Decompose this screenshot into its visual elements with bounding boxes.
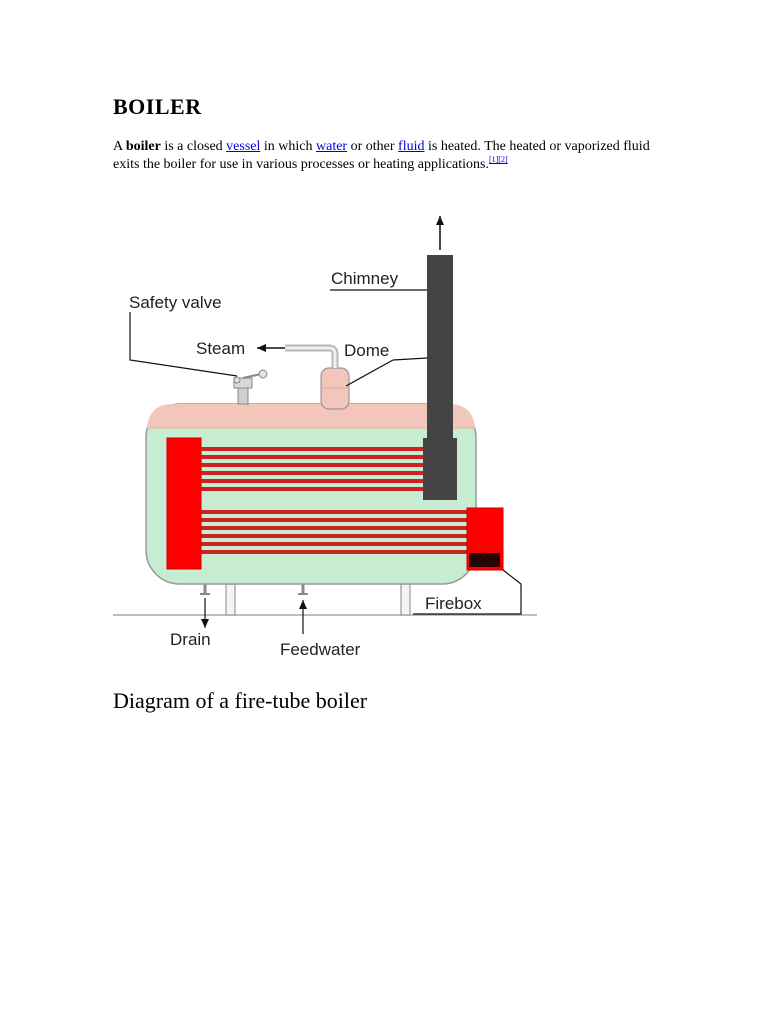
safety-valve-leader [129,312,238,377]
label-chimney: Chimney [331,269,399,288]
intro-text: is a closed [160,139,227,154]
safety-valve-base [237,387,249,405]
citation-link-1[interactable]: [1] [488,155,499,164]
intro-text: in which [260,139,316,154]
citation-link-2[interactable]: [2] [498,155,508,164]
dome-leader-1 [345,359,394,387]
boiler-diagram: Chimney Safety valve Steam Dome Firebox … [113,216,537,659]
link-fluid[interactable]: fluid [398,139,425,154]
link-vessel[interactable]: vessel [226,139,261,154]
label-safety-valve: Safety valve [129,293,222,312]
dome-leader-2 [392,357,428,361]
firebox-coal [469,552,500,567]
safety-valve-lever [242,373,262,379]
boiler-leg [400,583,411,616]
intro-paragraph: A boiler is a closed vessel in which wat… [113,138,653,174]
rear-chamber [166,437,202,570]
smokebox [423,438,457,500]
upper-fire-tubes [201,447,423,491]
label-dome: Dome [344,341,389,360]
lower-fire-tubes [201,510,467,554]
label-firebox: Firebox [425,594,482,613]
figure-caption: Diagram of a fire-tube boiler [113,688,368,713]
firebox-leader [413,569,522,615]
citations: [1][2] [489,155,508,164]
page-title: BOILER [113,94,202,119]
label-drain: Drain [170,630,211,649]
boiler-leg [225,583,236,616]
steam-pipe-inner [285,346,337,368]
intro-text: A [113,139,126,154]
safety-valve-pivot [233,376,241,384]
label-steam: Steam [196,339,245,358]
bold-term: boiler [125,139,161,154]
steam-space [147,404,475,428]
intro-text: or other [347,139,399,154]
intro-text: is heated. The heated or vaporized fluid… [113,139,650,172]
link-water[interactable]: water [316,139,348,154]
label-feedwater: Feedwater [280,640,361,659]
chimney [427,255,453,440]
safety-valve-weight [258,369,268,379]
steam-pipe [285,344,339,368]
